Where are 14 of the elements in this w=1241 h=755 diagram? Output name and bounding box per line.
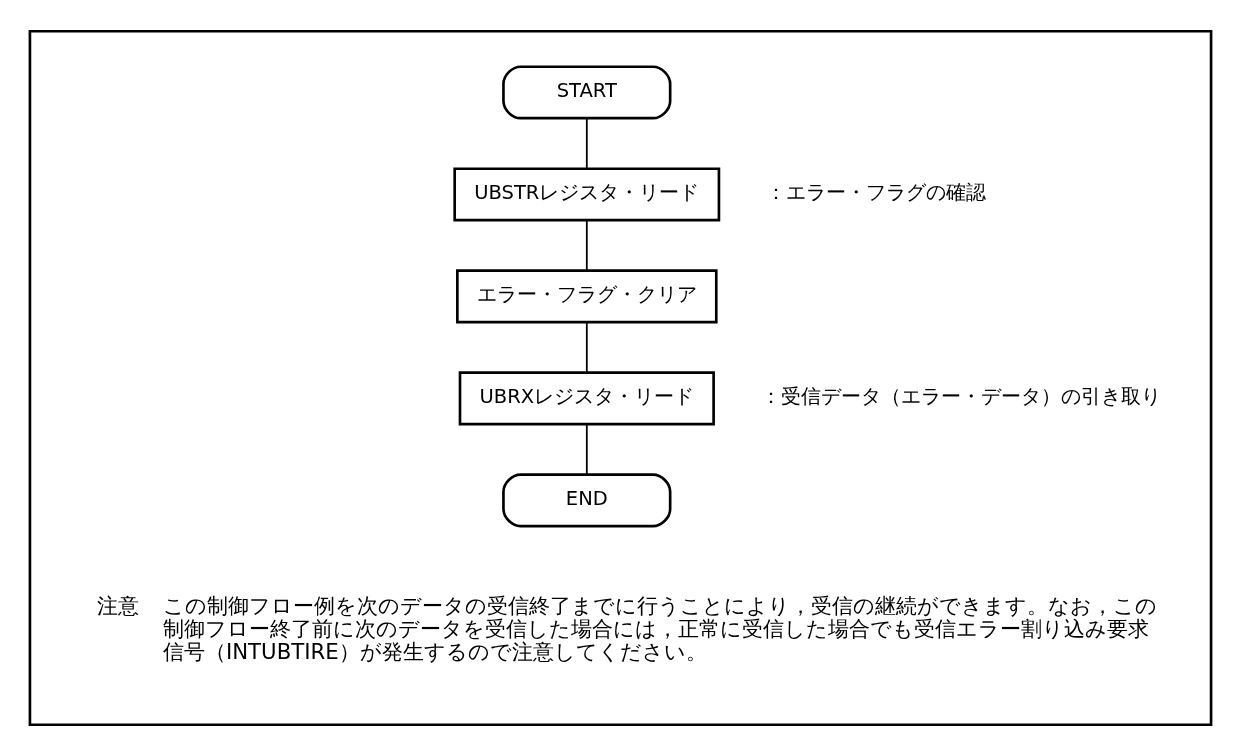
node-box: UBSTRレジスタ・リード — [453, 166, 721, 221]
connector — [585, 219, 588, 271]
connector — [585, 423, 588, 475]
node-box: START — [502, 64, 672, 119]
node-box: UBRXレジスタ・リード — [458, 370, 715, 425]
node-label: ：エラー・フラグの確認 — [765, 180, 986, 204]
node-box: エラー・フラグ・クリア — [456, 268, 718, 323]
node-label: ：受信データ（エラー・データ）の引き取り — [761, 384, 1162, 408]
label: この制御フロー例を次のデータの受信終了までに行うことにより，受信の継続ができます。なお，この制御フロー終了前に次のデータを受信した場合には，正常に受信した場合でも受信エラー割り込み要求信号（INTUBTIRE）が発生するので注意してください。 — [162, 592, 1157, 664]
node-box: END — [502, 472, 672, 527]
connector — [585, 117, 588, 169]
label: 注意 — [97, 592, 140, 618]
cluster — [28, 29, 1213, 726]
connector — [585, 321, 588, 373]
